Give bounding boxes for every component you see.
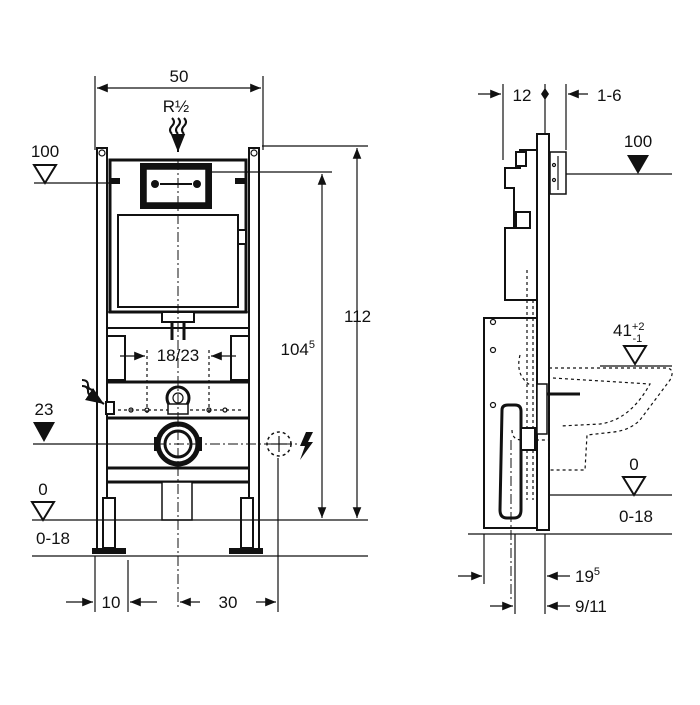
left-offset-label: 10 — [102, 593, 121, 612]
button-right-icon — [193, 180, 201, 188]
front-view: 50 R½ — [30, 67, 371, 612]
side-level-seat: 41+2-1 — [600, 321, 672, 367]
left-post — [96, 147, 108, 551]
side-bracket — [483, 317, 538, 529]
button-left-icon — [151, 180, 159, 188]
pipe-depth-label: 9/11 — [575, 597, 607, 616]
level-floor-label: 0 — [38, 480, 47, 499]
side-level-marker-icon — [627, 155, 649, 174]
level-filled-marker-icon — [33, 422, 55, 442]
toilet-bowl-outline — [518, 354, 673, 471]
level-drain: 23 — [33, 400, 158, 445]
drain-offset-label: 30 — [219, 593, 238, 612]
side-floor-range-label: 0-18 — [619, 507, 653, 526]
bolt-spacing-dimension: 18/23 — [120, 346, 236, 365]
width-dimension: 50 — [94, 67, 264, 150]
level-top-label: 100 — [31, 142, 59, 161]
seat-level-marker-icon — [622, 345, 648, 366]
left-foot — [92, 548, 126, 554]
cistern — [108, 158, 248, 314]
side-drain-bend — [498, 403, 523, 520]
side-level-floor-label: 0 — [629, 455, 638, 474]
frame-height-label: 1045 — [281, 339, 316, 359]
frame-height-dimension: 1045 — [212, 171, 332, 518]
bolt-spacing-label: 18/23 — [157, 346, 200, 365]
side-level-floor: 0 0-18 — [468, 455, 672, 535]
level-marker-icon — [32, 164, 58, 185]
depth-label: 12 — [513, 86, 532, 105]
frame-posts — [92, 147, 263, 554]
bottom-dimensions: 10 30 — [66, 458, 279, 612]
floor-range-label: 0-18 — [36, 529, 70, 548]
total-height-dimension: 112 — [262, 145, 371, 518]
right-foot — [229, 548, 263, 554]
inlet-wave-icon — [81, 379, 115, 415]
drain-sleeve — [161, 481, 193, 521]
side-level-top: 100 — [566, 132, 672, 175]
side-level-top-label: 100 — [624, 132, 652, 151]
side-frame — [483, 133, 580, 531]
seat-level-label: 41+2-1 — [613, 321, 644, 345]
total-height-label: 112 — [344, 307, 371, 326]
pipe-offset-label: 195 — [575, 566, 600, 586]
floor-marker-icon — [30, 501, 56, 522]
water-supply: R½ — [163, 97, 189, 152]
right-post — [248, 147, 260, 551]
level-drain-label: 23 — [35, 400, 54, 419]
level-top: 100 — [31, 142, 112, 185]
side-floor-marker-icon — [621, 476, 647, 497]
pipe-thread-label: R½ — [163, 97, 189, 116]
lightning-icon — [300, 432, 313, 460]
electric-connection — [266, 431, 313, 460]
width-label: 50 — [170, 67, 189, 86]
wall-adjust-label: 1-6 — [597, 86, 622, 105]
level-floor: 0 0-18 — [30, 480, 368, 557]
side-bottom-dimensions: 195 9/11 — [458, 440, 607, 616]
side-view: 12 1-6 — [458, 84, 673, 616]
water-wave-icon — [169, 117, 175, 135]
